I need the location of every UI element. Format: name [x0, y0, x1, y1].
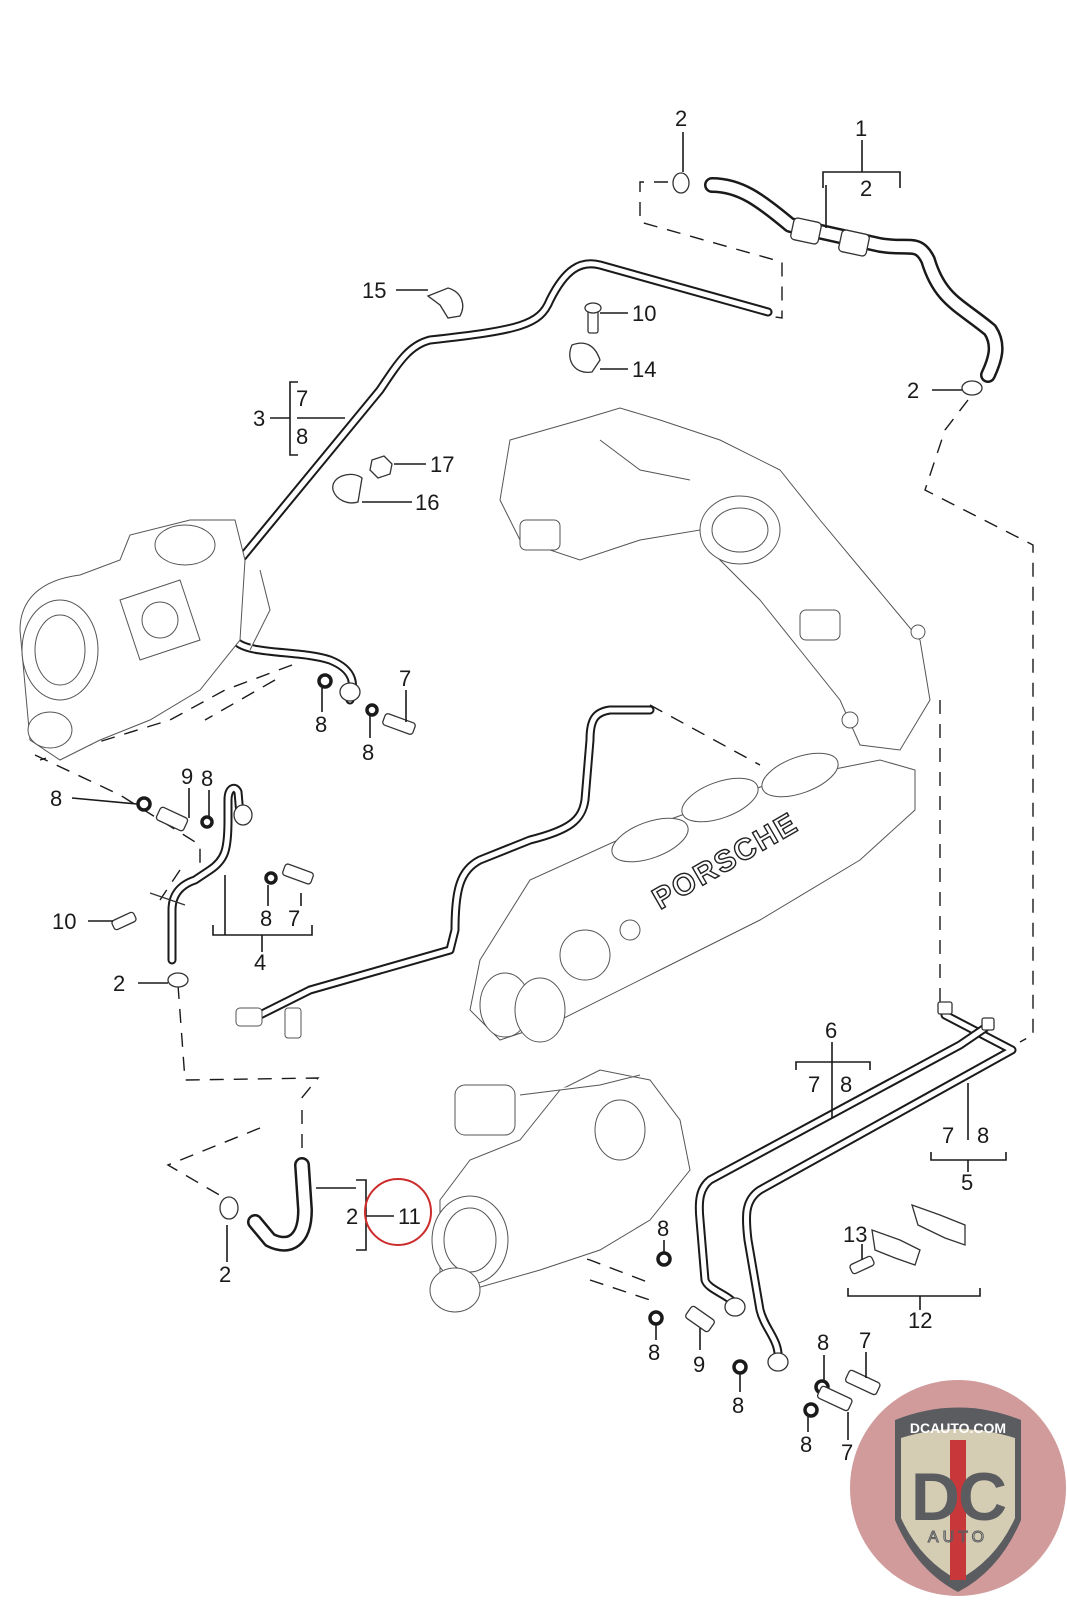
- callout-labels: 2 1 2 2 15 10 14 3 7 8 17 16 8 8 7 8 9 8…: [50, 106, 989, 1465]
- banjo-bolt-7: [282, 863, 314, 885]
- adapter-9: [155, 806, 189, 832]
- bracket-14: [569, 342, 601, 373]
- washer-8: [317, 673, 333, 689]
- washer-8: [365, 703, 379, 717]
- callout-6: 6: [825, 1018, 837, 1043]
- callout-2: 2: [113, 971, 125, 996]
- callout-7: 7: [859, 1328, 871, 1353]
- callout-8: 8: [315, 712, 327, 737]
- callout-8: 8: [657, 1216, 669, 1241]
- hose-coupler-left: [790, 217, 822, 245]
- callout-13: 13: [843, 1222, 867, 1247]
- bolt-13: [849, 1255, 875, 1275]
- dcauto-watermark-logo: DCAUTO.COM DC AUTO: [850, 1380, 1066, 1596]
- washer-8: [136, 796, 152, 812]
- washer-8: [803, 1402, 819, 1418]
- callout-2: 2: [907, 378, 919, 403]
- callout-1: 1: [855, 116, 867, 141]
- banjo-bolt-7: [382, 713, 416, 735]
- washer-8: [200, 815, 214, 829]
- hose-clamp: [219, 1196, 239, 1220]
- bracket-16: [332, 473, 363, 504]
- callout-8: 8: [732, 1393, 744, 1418]
- callout-8: 8: [362, 740, 374, 765]
- coolant-hose-11: [247, 1157, 313, 1252]
- hose-clamp: [167, 972, 189, 988]
- logo-bottom-text: AUTO: [928, 1529, 988, 1546]
- callout-2: 2: [675, 106, 687, 131]
- banjo-bolt-7: [844, 1369, 881, 1396]
- callout-15: 15: [362, 278, 386, 303]
- washer-8: [648, 1310, 664, 1326]
- oil-pipe-4: [149, 783, 253, 965]
- callout-leaders: [71, 132, 1007, 1440]
- coolant-hose-1: [704, 177, 1004, 383]
- callout-14: 14: [632, 357, 656, 382]
- callout-4-7: 7: [288, 906, 300, 931]
- washer-8: [264, 871, 278, 885]
- clamp-12-upper: [911, 1203, 966, 1246]
- callout-11: 11: [398, 1204, 421, 1229]
- coolant-crossover-pipe: [235, 705, 655, 1039]
- callout-5: 5: [961, 1170, 973, 1195]
- clamp-12-lower: [871, 1229, 921, 1266]
- callout-5-8: 8: [977, 1123, 989, 1148]
- callout-7: 7: [841, 1440, 853, 1465]
- callout-12: 12: [908, 1308, 932, 1333]
- callout-4-8: 8: [260, 906, 272, 931]
- callout-8: 8: [817, 1330, 829, 1355]
- callout-17: 17: [430, 452, 454, 477]
- coolant-pipe-3: [223, 259, 773, 705]
- callout-8: 8: [201, 766, 213, 791]
- logo-stripe: [950, 1440, 966, 1580]
- intake-manifold: [499, 407, 931, 751]
- hose-coupler-right: [838, 229, 870, 257]
- hose-clamp: [961, 380, 983, 396]
- banjo-eye: [339, 682, 361, 702]
- callout-10: 10: [632, 301, 656, 326]
- callout-4: 4: [254, 950, 266, 975]
- callout-3-7: 7: [296, 386, 308, 411]
- washer-8: [732, 1359, 748, 1375]
- banjo-bolt-7: [816, 1385, 853, 1412]
- turbocharger-upper: [19, 519, 271, 761]
- callout-9: 9: [181, 764, 193, 789]
- oil-lines-5-6: [694, 1001, 1017, 1372]
- callout-8: 8: [800, 1432, 812, 1457]
- callout-2: 2: [346, 1204, 358, 1229]
- washer-8: [656, 1251, 672, 1267]
- callout-8: 8: [50, 786, 62, 811]
- callout-6-8: 8: [840, 1072, 852, 1097]
- nut-17: [369, 455, 393, 479]
- adapter-9: [685, 1305, 715, 1333]
- callout-7: 7: [399, 666, 411, 691]
- logo-letters: DC: [911, 1459, 1006, 1535]
- callout-2: 2: [860, 176, 872, 201]
- callout-3-8: 8: [296, 424, 308, 449]
- callout-5-7: 7: [942, 1123, 954, 1148]
- callout-10: 10: [52, 909, 76, 934]
- callout-16: 16: [415, 490, 439, 515]
- turbocharger-lower: [429, 1069, 691, 1313]
- hose-clamp: [672, 172, 690, 194]
- callout-3: 3: [253, 406, 265, 431]
- clip-15: [426, 287, 464, 319]
- callout-9: 9: [693, 1352, 705, 1377]
- bolt-10: [111, 911, 137, 931]
- callout-2: 2: [219, 1262, 231, 1287]
- callout-6-7: 7: [808, 1072, 820, 1097]
- highlight-ring: [364, 1178, 432, 1246]
- engine-cover: PORSCHE: [469, 752, 916, 1043]
- callout-8: 8: [648, 1340, 660, 1365]
- logo-top-text: DCAUTO.COM: [910, 1420, 1006, 1436]
